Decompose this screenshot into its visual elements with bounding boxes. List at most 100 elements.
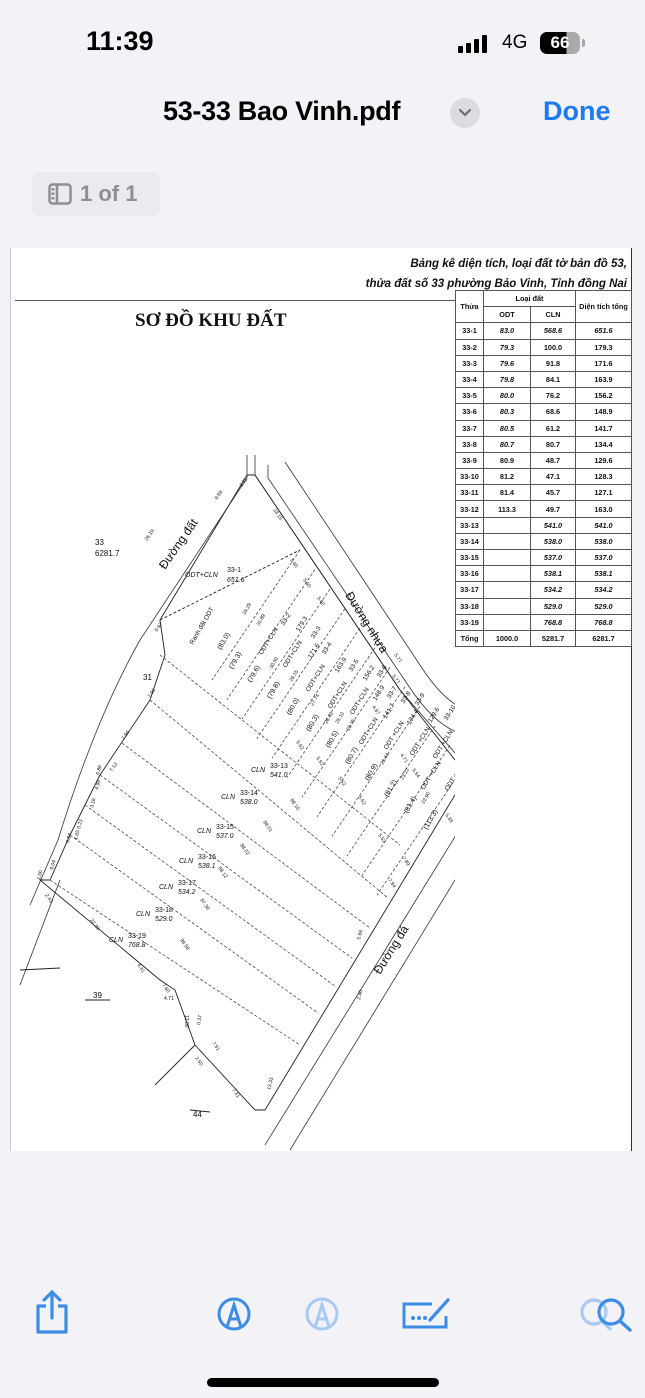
cell-total: 148.9 [575,403,632,421]
plot-use: ODT+CLN [358,716,380,746]
plot-use: ODT+CLN [305,663,327,693]
share-icon[interactable] [32,1288,72,1336]
dimension-label: 1.65 [73,829,81,840]
plot-use: ODT+CLN [327,680,349,710]
cell-cln: 45.7 [530,484,576,502]
long-strip-divider [149,699,389,899]
dimension-label: 5.60 [315,596,326,608]
dimension-label: 7.13 [109,762,120,774]
plot-area: 179.3 [295,615,310,633]
plot-use: CLN [197,828,212,835]
markup-faded-icon[interactable] [304,1296,340,1332]
short-strip-divider [271,627,361,759]
neighbor-44: 44 [193,1110,202,1119]
road-label-asphalt: Đường nhựa [342,589,391,655]
header-total: Diện tích tổng [575,289,632,324]
cell-odt: 80.5 [483,419,531,437]
short-strip-divider [316,686,406,818]
header-odt: ODT [483,306,531,324]
cell-total: 538.1 [575,565,632,583]
header-land-type: Loại đất [483,289,576,308]
cell-odt [483,613,531,631]
dimension-label: 7.60 [160,983,171,995]
odt-area: (80.9) [364,763,379,782]
cell-total: 141.7 [575,419,632,437]
cell-total: 129.6 [575,451,632,470]
cell-parcel: 33-15 [455,548,484,567]
odt-area: (81.2) [384,779,399,798]
dimension-label: 2.40 [356,989,364,1000]
cell-parcel: 33-18 [455,597,484,615]
cell-cln: 538.0 [530,532,576,551]
cell-total: 128.3 [575,468,632,486]
chevron-down-icon [458,108,472,117]
page-indicator[interactable]: 1 of 1 [32,172,160,216]
dimension-label: 7.96 [121,730,132,742]
odt-area: (113.3) [423,809,440,831]
dimension-label: 26.19 [144,528,156,542]
cell-total: 163.9 [575,370,632,389]
markup-icon[interactable] [216,1296,252,1332]
cell-total: 134.4 [575,435,632,453]
cell-cln: 49.7 [530,500,576,518]
dimension-label: 5.52 [336,776,347,788]
total-cln: 5281.7 [530,629,576,648]
long-strip-divider [69,834,319,1014]
cell-cln: 538.1 [530,565,576,583]
long-strip-divider [121,742,371,929]
dimension-label: 88.02 [238,843,250,857]
dimension-label: 0.86 [95,764,103,775]
cell-total: 127.1 [575,484,632,502]
dimension-label: 1.00 [36,869,44,880]
strip-divider [159,654,401,846]
title-menu-button[interactable] [450,98,480,128]
plot-code: 33-17 [178,880,196,887]
dimension-label: 88.01 [261,820,273,834]
done-button[interactable]: Done [543,96,611,126]
plot-area: 148.9 [372,684,387,702]
signal-icon [458,35,487,53]
cell-odt [483,548,531,567]
cell-odt: 80.0 [483,387,531,405]
dimension-label: 9.04 [49,859,57,870]
parcel-boundary [19,474,455,1113]
document-title[interactable]: 53-33 Bao Vinh.pdf [163,96,401,126]
cell-total: 163.0 [575,500,632,518]
cell-odt [483,597,531,615]
short-strip-divider [301,667,391,798]
cell-cln: 91.8 [530,354,576,372]
dimension-label: 5.77 [390,674,401,686]
dimension-label: 30.50 [269,656,281,670]
plot-use: CLN [136,911,151,918]
dimension-label: 96.58 [178,938,190,952]
plot-area: 537.0 [216,833,234,840]
plot-area: 529.0 [155,916,173,923]
dimension-label: 7.89 [400,856,411,868]
dimension-label: 5.52 [294,740,305,752]
parcel-dividers [49,549,455,1046]
neighbor-39: 39 [93,991,102,1000]
plot-code: 33-2 [280,612,293,627]
cell-odt: 81.4 [483,484,531,502]
neighbor-33-area: 6281.7 [95,549,120,558]
short-strip-divider [256,608,346,739]
plot-area: 541.0 [270,772,288,779]
status-time: 11:39 [86,26,154,56]
cell-parcel: 33-16 [455,565,484,583]
odt-area: (80.0) [286,697,301,716]
plot-code: 33-15 [216,824,234,831]
search-icon[interactable] [578,1296,636,1334]
cell-parcel: 33-17 [455,581,484,599]
dimension-label: 5.52 [356,795,367,807]
cell-cln: 537.0 [530,548,576,567]
short-strip-divider [226,569,316,700]
signature-icon[interactable] [400,1296,454,1332]
